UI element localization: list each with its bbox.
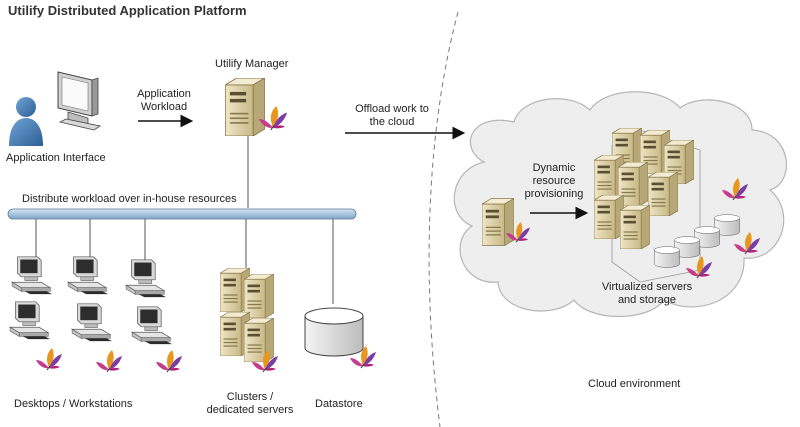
workstation-icon [125, 259, 167, 298]
bus-drop-lines [35, 219, 334, 304]
workstation-icon [67, 256, 109, 295]
boundary-line [428, 11, 459, 427]
utilify-manager-label: Utilify Manager [215, 58, 289, 70]
workstation-icon [9, 301, 51, 340]
butterfly-logo-icon [156, 350, 182, 373]
workstation-group [9, 256, 182, 373]
server-icon [648, 172, 678, 216]
datastore-label: Datastore [315, 398, 363, 410]
server-icon [244, 274, 274, 318]
application-workload-label: Application Workload [137, 88, 191, 113]
workstation-icon [11, 256, 53, 295]
network-bus [7, 208, 357, 220]
manager-server-icon [225, 78, 288, 136]
database-icon [654, 246, 680, 268]
diagram-title: Utilify Distributed Application Platform [8, 3, 247, 18]
workstation-icon [71, 303, 113, 342]
dynamic-provisioning-label: Dynamic resource provisioning [524, 162, 584, 200]
virtualized-label: Virtualized servers and storage [601, 281, 693, 306]
user-icon [9, 97, 43, 146]
virtualized-cluster [594, 128, 760, 283]
monitor-icon [57, 71, 102, 131]
clusters-label: Clusters / dedicated servers [206, 391, 294, 416]
butterfly-logo-icon [36, 348, 62, 371]
distribute-label: Distribute workload over in-house resour… [22, 193, 237, 205]
offload-label: Offload work to the cloud [355, 103, 429, 128]
cluster-servers [220, 268, 278, 373]
cloud-environment-label: Cloud environment [588, 378, 681, 390]
desktops-label: Desktops / Workstations [14, 398, 133, 410]
server-icon [620, 205, 650, 249]
application-interface-label: Application Interface [6, 152, 106, 164]
butterfly-logo-icon [96, 350, 122, 373]
workstation-icon [131, 306, 173, 345]
server-icon [594, 195, 624, 239]
database-icon [304, 307, 376, 369]
